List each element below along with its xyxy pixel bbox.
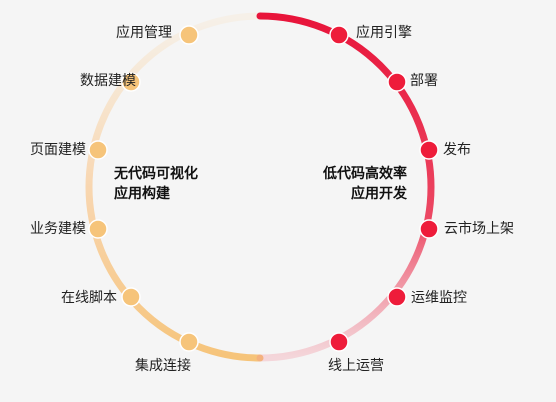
right-item-label: 部署 <box>410 73 438 89</box>
right-title-line1: 低代码高效率 <box>323 166 407 182</box>
left-node-dot <box>179 25 199 45</box>
left-item-label: 在线脚本 <box>61 290 117 306</box>
left-node-dot <box>179 332 199 352</box>
left-title-line2: 应用构建 <box>114 186 170 202</box>
left-item-label: 集成连接 <box>135 358 191 374</box>
right-node-dot <box>387 287 407 307</box>
left-item-label: 页面建模 <box>30 142 86 158</box>
right-node-dot <box>419 219 439 239</box>
right-item-label: 云市场上架 <box>444 221 514 237</box>
left-group-title: 无代码可视化 应用构建 <box>114 164 198 204</box>
right-item-label: 应用引擎 <box>356 25 412 41</box>
right-item-label: 发布 <box>443 142 471 158</box>
right-node-dot <box>387 72 407 92</box>
left-node-dot <box>88 219 108 239</box>
left-item-label: 业务建模 <box>30 221 86 237</box>
right-node-dot <box>419 140 439 160</box>
left-title-line1: 无代码可视化 <box>114 166 198 182</box>
right-item-label: 运维监控 <box>411 290 467 306</box>
left-item-label: 数据建模 <box>80 73 136 89</box>
left-node-dot <box>121 72 141 92</box>
left-item-label: 应用管理 <box>116 25 172 41</box>
right-node-dot <box>329 332 349 352</box>
right-group-title: 低代码高效率 应用开发 <box>303 164 407 204</box>
right-title-line2: 应用开发 <box>351 186 407 202</box>
left-node-dot <box>121 287 141 307</box>
right-node-dot <box>329 25 349 45</box>
right-item-label: 线上运营 <box>328 358 384 374</box>
left-node-dot <box>88 140 108 160</box>
